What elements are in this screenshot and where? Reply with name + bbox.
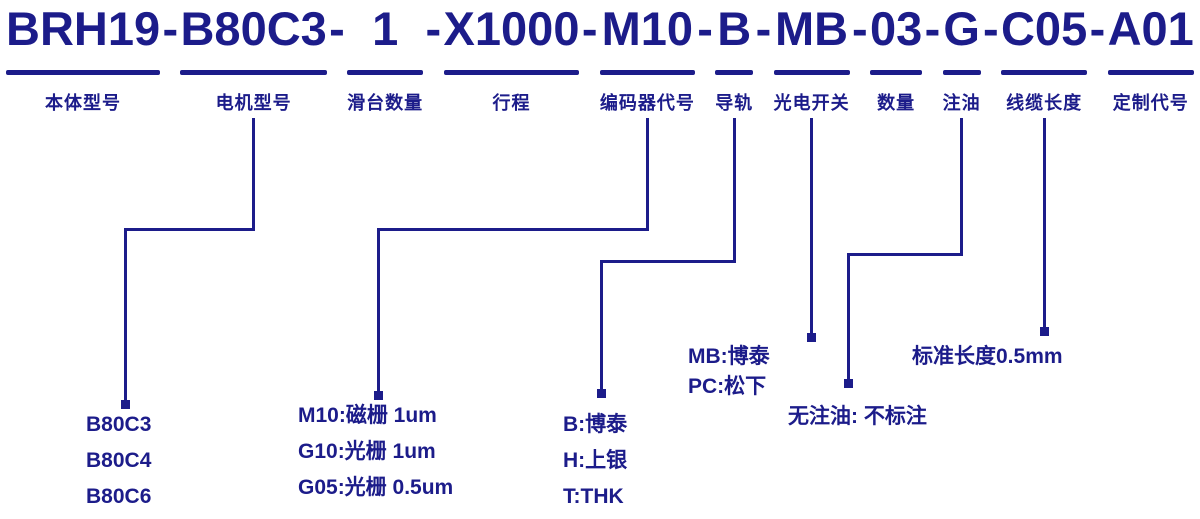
segment-underline (869, 69, 923, 75)
connector-endpoint (843, 379, 853, 388)
connector-line (599, 260, 736, 263)
connector-line (252, 117, 256, 231)
segment-label: 行程 (492, 92, 531, 113)
segment-encoder-code: M10 编码器代号 (599, 2, 695, 115)
segment-text: BRH19 (6, 2, 161, 55)
segment-custom-code: A01 定制代号 (1107, 2, 1194, 115)
segment-text: B80C3 (180, 2, 327, 55)
motor-model-options: B80C3 B80C4 B80C6 (86, 407, 151, 515)
segment-text: M10 (601, 2, 694, 55)
model-code: BRH19 本体型号 - B80C3 电机型号 - 1 滑台数量 - X1000… (6, 4, 1194, 115)
segment-text: 1 (372, 2, 399, 55)
segment-underline (6, 69, 161, 75)
segment-label: 电机型号 (215, 92, 292, 113)
segment-guide-rail: B 导轨 (715, 2, 754, 115)
segment-underline (1107, 69, 1194, 75)
connector-line (960, 117, 964, 256)
segment-text: G (943, 2, 980, 55)
segment-underline (443, 69, 580, 75)
connector-line (645, 117, 649, 231)
segment-label: 线缆长度 (1006, 92, 1083, 113)
segment-motor-model: B80C3 电机型号 (180, 2, 327, 115)
connector-line (376, 228, 649, 231)
segment-label: 注油 (942, 92, 981, 113)
segment-text: MB (775, 2, 849, 55)
option-item: G10:光栅 1um (298, 440, 436, 463)
segment-text: C05 (1000, 2, 1088, 55)
photo-switch-options: MB:博泰 PC:松下 (688, 342, 770, 402)
segment-label: 定制代号 (1112, 92, 1189, 113)
connector-line (1042, 117, 1046, 330)
segment-photo-switch: MB 光电开关 (773, 2, 850, 115)
guide-rail-options: B:博泰 H:上银 T:THK (563, 407, 627, 515)
segment-label: 数量 (877, 92, 916, 113)
hyphen-separator: - (851, 2, 868, 55)
option-item: G05:光栅 0.5um (298, 476, 454, 499)
connector-line (810, 117, 814, 336)
hyphen-separator: - (581, 2, 598, 55)
segment-text: X1000 (443, 2, 580, 55)
connector-line (846, 253, 850, 382)
hyphen-separator: - (924, 2, 941, 55)
hyphen-separator: - (982, 2, 999, 55)
segment-oiling: G 注油 (942, 2, 981, 115)
option-item: H:上银 (563, 449, 628, 472)
connector-line (732, 117, 736, 263)
connector-endpoint (596, 389, 606, 398)
option-item: B80C3 (86, 413, 152, 436)
segment-quantity: 03 数量 (869, 2, 923, 115)
segment-text: B (717, 2, 752, 55)
segment-label: 光电开关 (773, 92, 850, 113)
segment-stroke: X1000 行程 (443, 2, 580, 115)
connector-line (123, 228, 256, 231)
segment-slide-count: 1 滑台数量 (347, 2, 424, 115)
segment-underline (347, 69, 424, 75)
connector-line (376, 228, 380, 394)
oiling-note: 无注油: 不标注 (788, 405, 927, 428)
segment-cable-length: C05 线缆长度 (1000, 2, 1088, 115)
connector-line (599, 260, 603, 392)
segment-label: 本体型号 (45, 92, 122, 113)
segment-underline (1000, 69, 1088, 75)
segment-text: 03 (869, 2, 923, 55)
hyphen-separator: - (329, 2, 345, 55)
connector-endpoint (120, 400, 130, 409)
hyphen-separator: - (755, 2, 772, 55)
connector-line (846, 253, 964, 256)
segment-underline (599, 69, 695, 75)
segment-body-model: BRH19 本体型号 (6, 2, 161, 115)
connector-endpoint (1039, 327, 1049, 336)
option-item: B80C6 (86, 485, 152, 508)
cable-length-note: 标准长度0.5mm (912, 345, 1063, 368)
option-item: B:博泰 (563, 413, 628, 436)
segment-underline (942, 69, 981, 75)
hyphen-separator: - (425, 2, 442, 55)
connector-endpoint (373, 391, 383, 400)
segment-label: 编码器代号 (599, 92, 695, 113)
option-item: MB:博泰 (688, 345, 770, 368)
segment-underline (773, 69, 850, 75)
connector-line (123, 228, 127, 403)
hyphen-separator: - (162, 2, 179, 55)
hyphen-separator: - (697, 2, 713, 55)
segment-text: A01 (1107, 2, 1194, 55)
option-item: PC:松下 (688, 375, 767, 398)
connector-endpoint (807, 333, 817, 342)
encoder-options: M10:磁栅 1um G10:光栅 1um G05:光栅 0.5um (298, 398, 453, 506)
hyphen-separator: - (1089, 2, 1106, 55)
segment-underline (180, 69, 327, 75)
option-item: T:THK (563, 485, 624, 508)
option-item: M10:磁栅 1um (298, 404, 437, 427)
option-item: B80C4 (86, 449, 152, 472)
segment-underline (715, 69, 754, 75)
segment-label: 滑台数量 (347, 92, 424, 113)
segment-label: 导轨 (715, 92, 754, 113)
